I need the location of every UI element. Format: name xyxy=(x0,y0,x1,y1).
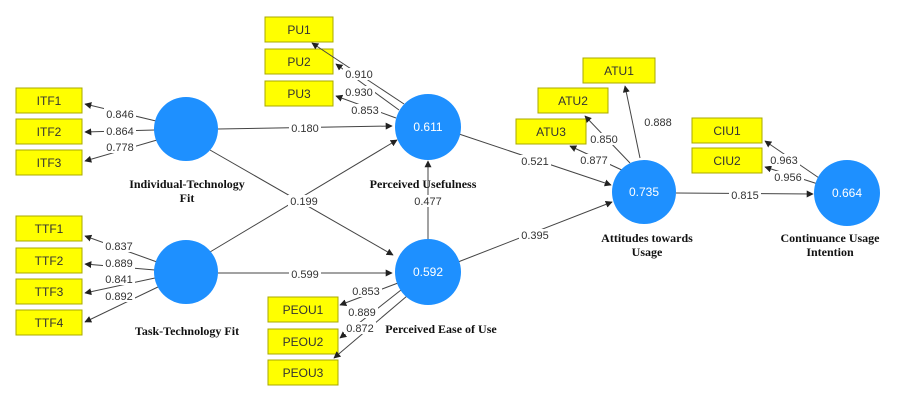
path-coefficient: 0.815 xyxy=(731,190,759,202)
latent-name: Usage xyxy=(632,245,663,259)
loading-value: 0.963 xyxy=(770,155,798,167)
indicator-label: CIU1 xyxy=(713,124,741,138)
path-coefficient: 0.599 xyxy=(291,269,319,281)
indicator-itf3[interactable] xyxy=(15,149,83,176)
indicator-label: ATU2 xyxy=(558,94,588,108)
loading-value: 0.956 xyxy=(774,172,802,184)
loading-labels: 0.846 0.864 0.778 0.837 0.889 0.841 0.89… xyxy=(103,68,804,335)
loading-value: 0.778 xyxy=(106,142,134,154)
loading-value: 0.841 xyxy=(105,274,133,286)
indicator-label: PU1 xyxy=(287,23,311,37)
loading-arrow xyxy=(622,85,641,159)
loading-value: 0.930 xyxy=(345,87,373,99)
loading-value: 0.864 xyxy=(106,126,134,138)
latent-value: 0.592 xyxy=(413,265,443,279)
loading-value: 0.853 xyxy=(351,105,379,117)
loading-value: 0.877 xyxy=(580,155,608,167)
indicator-label: PU2 xyxy=(287,55,311,69)
indicator-label: TTF4 xyxy=(35,316,64,330)
latent-name: Individual-Technology xyxy=(129,177,245,191)
indicator-atu2[interactable] xyxy=(537,87,609,114)
indicator-label: TTF3 xyxy=(35,285,64,299)
indicator-peou1[interactable] xyxy=(267,296,339,323)
indicator-peou2[interactable] xyxy=(267,328,339,355)
indicator-ttf3[interactable] xyxy=(15,278,83,305)
latent-name: Intention xyxy=(806,245,854,259)
latent-ttf[interactable] xyxy=(154,240,218,304)
indicator-label: ITF2 xyxy=(37,125,62,139)
loading-arrow xyxy=(84,277,156,296)
loading-arrows xyxy=(84,42,823,359)
latent-name: Task-Technology Fit xyxy=(135,324,239,338)
indicator-ciu1[interactable] xyxy=(691,117,763,144)
indicator-pu2[interactable] xyxy=(264,48,334,75)
indicator-label: PEOU3 xyxy=(283,366,324,380)
latent-value: 0.664 xyxy=(832,186,862,200)
loading-value: 0.853 xyxy=(352,286,380,298)
indicator-label: ITF1 xyxy=(37,94,62,108)
indicator-label: TTF2 xyxy=(35,254,64,268)
loading-value: 0.872 xyxy=(346,323,374,335)
latent-ciu[interactable] xyxy=(814,160,880,226)
indicator-atu1[interactable] xyxy=(582,57,656,84)
indicator-pu3[interactable] xyxy=(264,80,334,107)
latent-pu[interactable] xyxy=(395,94,461,160)
latent-itf[interactable] xyxy=(154,97,218,161)
path-coefficient: 0.477 xyxy=(414,196,442,208)
latent-value: 0.735 xyxy=(629,185,659,199)
loading-value: 0.910 xyxy=(345,69,373,81)
loading-value: 0.837 xyxy=(105,241,133,253)
latent-name: Attitudes towards xyxy=(601,231,693,245)
loading-value: 0.892 xyxy=(105,291,133,303)
indicator-label: CIU2 xyxy=(713,154,741,168)
indicator-label: ATU3 xyxy=(536,125,566,139)
path-labels: 0.180 0.199 0.599 0.477 0.521 0.395 0.81… xyxy=(288,122,761,281)
loading-value: 0.889 xyxy=(105,258,133,270)
loading-value: 0.889 xyxy=(348,307,376,319)
latent-name: Continuance Usage xyxy=(780,231,880,245)
loading-value: 0.846 xyxy=(106,109,134,121)
indicator-ttf4[interactable] xyxy=(15,309,83,336)
indicator-ciu2[interactable] xyxy=(691,147,763,174)
path-coefficient: 0.395 xyxy=(521,230,549,242)
latent-value: 0.611 xyxy=(413,120,442,134)
indicator-ttf2[interactable] xyxy=(15,247,83,274)
path-coefficient: 0.180 xyxy=(291,123,319,135)
latent-name: Perceived Ease of Use xyxy=(385,322,497,336)
indicator-label: PEOU1 xyxy=(283,303,324,317)
indicator-itf1[interactable] xyxy=(15,87,83,114)
loading-arrow xyxy=(84,285,161,323)
indicator-atu3[interactable] xyxy=(515,118,587,145)
indicator-peou3[interactable] xyxy=(267,359,339,386)
latent-name: Fit xyxy=(180,191,195,205)
indicator-label: ITF3 xyxy=(37,156,62,170)
indicator-ttf1[interactable] xyxy=(15,215,83,242)
indicator-label: TTF1 xyxy=(35,222,64,236)
loading-value: 0.850 xyxy=(590,134,618,146)
latent-name: Perceived Usefulness xyxy=(370,177,477,191)
indicator-label: PU3 xyxy=(287,87,311,101)
path-coefficient: 0.199 xyxy=(290,196,318,208)
latent-atu[interactable] xyxy=(612,160,676,224)
latent-peou[interactable] xyxy=(395,239,461,305)
path-coefficient: 0.521 xyxy=(521,156,549,168)
indicator-itf2[interactable] xyxy=(15,118,83,145)
indicator-label: PEOU2 xyxy=(283,335,324,349)
loading-value: 0.888 xyxy=(644,117,672,129)
indicator-label: ATU1 xyxy=(604,64,634,78)
indicator-pu1[interactable] xyxy=(264,16,334,43)
